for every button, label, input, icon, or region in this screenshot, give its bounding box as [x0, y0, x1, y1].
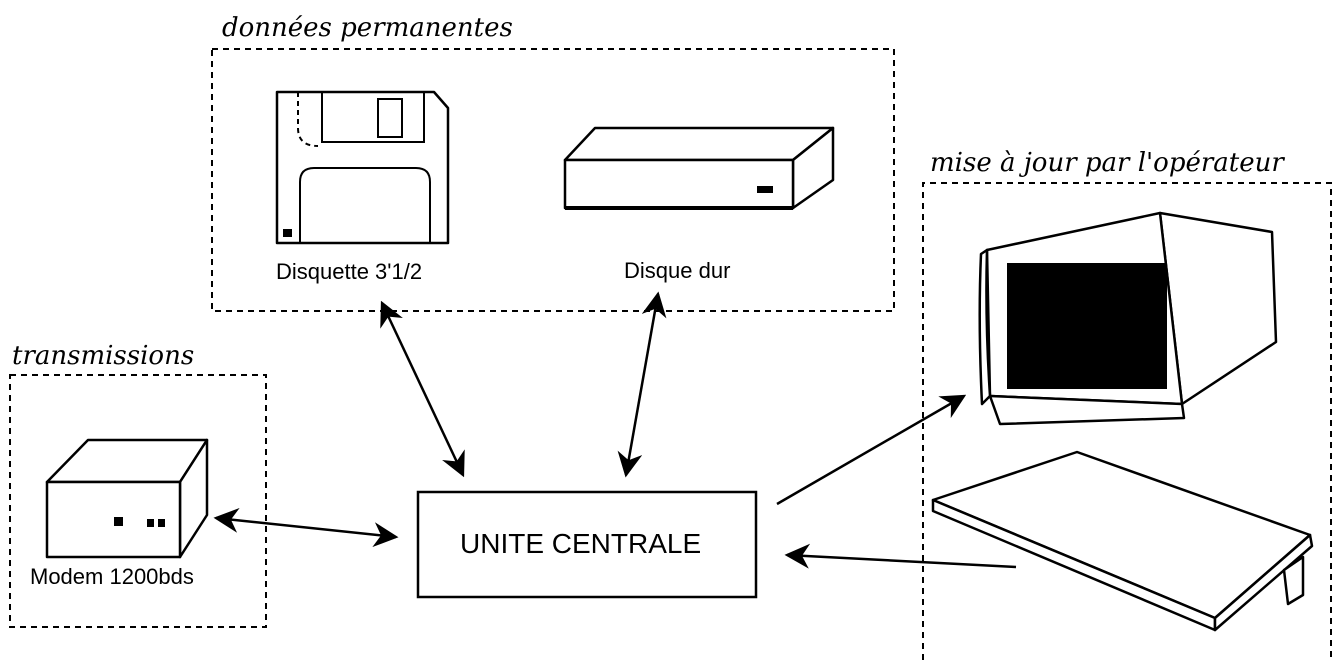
modem-cpu-arrow: [213, 507, 399, 548]
floppy-disk-label: Disquette 3'1/2: [276, 259, 422, 284]
connectors: [213, 291, 1017, 569]
floppy-cpu-arrow: [380, 300, 465, 478]
modem-icon: [45, 438, 209, 559]
monitor-icon: [978, 211, 1278, 426]
hard-disk-icon: [563, 126, 835, 210]
hard-disk-label: Disque dur: [624, 258, 730, 283]
group-permanent-data-box: [211, 48, 895, 312]
floppy-disk-icon: [275, 90, 450, 245]
group-operator-label: mise à jour par l'opérateur: [930, 148, 1285, 178]
harddisk-cpu-arrow: [617, 291, 667, 478]
keyboard-cpu-arrow: [784, 543, 1017, 569]
group-permanent-data: données permanentes: [211, 13, 895, 312]
modem-label: Modem 1200bds: [30, 564, 194, 589]
central-unit: UNITE CENTRALE: [416, 490, 758, 599]
central-unit-box: [416, 490, 758, 599]
keyboard-icon: [931, 450, 1314, 632]
group-operator: mise à jour par l'opérateur: [922, 148, 1332, 660]
group-permanent-data-label: données permanentes: [222, 13, 513, 43]
group-transmissions: transmissions: [9, 341, 267, 628]
central-unit-label: UNITE CENTRALE: [460, 528, 701, 559]
group-transmissions-label: transmissions: [12, 341, 194, 371]
cpu-monitor-arrow: [776, 394, 967, 506]
group-operator-box: [922, 182, 1332, 660]
